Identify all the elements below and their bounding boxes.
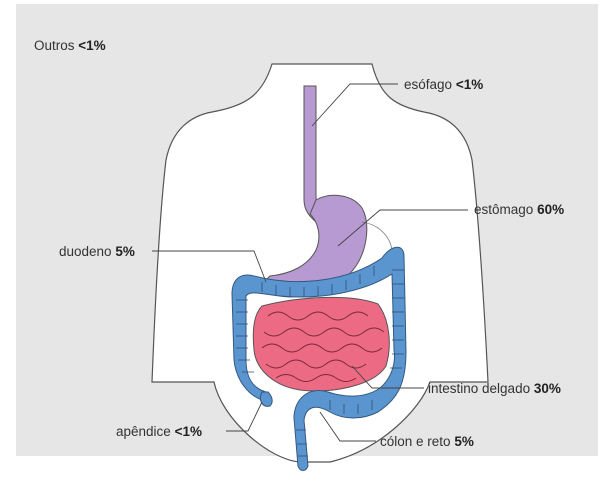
appendix bbox=[260, 392, 272, 406]
label-apendice-name: apêndice bbox=[116, 424, 171, 439]
label-esofago-value: <1% bbox=[456, 77, 483, 92]
label-estomago-value: 60% bbox=[537, 202, 564, 217]
label-estomago-name: estômago bbox=[474, 202, 533, 217]
label-intestino-name: intestino delgado bbox=[428, 381, 530, 396]
label-intestino-value: 30% bbox=[534, 381, 561, 396]
label-duodeno-name: duodeno bbox=[59, 244, 112, 259]
label-outros-name: Outros bbox=[34, 38, 75, 53]
label-colon-value: 5% bbox=[454, 434, 474, 449]
label-outros: Outros <1% bbox=[34, 38, 106, 54]
label-colon-name: cólon e reto bbox=[380, 434, 451, 449]
label-apendice: apêndice <1% bbox=[116, 424, 202, 440]
label-apendice-value: <1% bbox=[175, 424, 202, 439]
label-duodeno-value: 5% bbox=[115, 244, 135, 259]
label-intestino: intestino delgado 30% bbox=[428, 381, 561, 397]
label-outros-value: <1% bbox=[78, 38, 105, 53]
label-colon: cólon e reto 5% bbox=[380, 434, 474, 450]
label-duodeno: duodeno 5% bbox=[59, 244, 135, 260]
label-esofago-name: esófago bbox=[404, 77, 452, 92]
label-esofago: esófago <1% bbox=[404, 77, 483, 93]
label-estomago: estômago 60% bbox=[474, 202, 564, 218]
